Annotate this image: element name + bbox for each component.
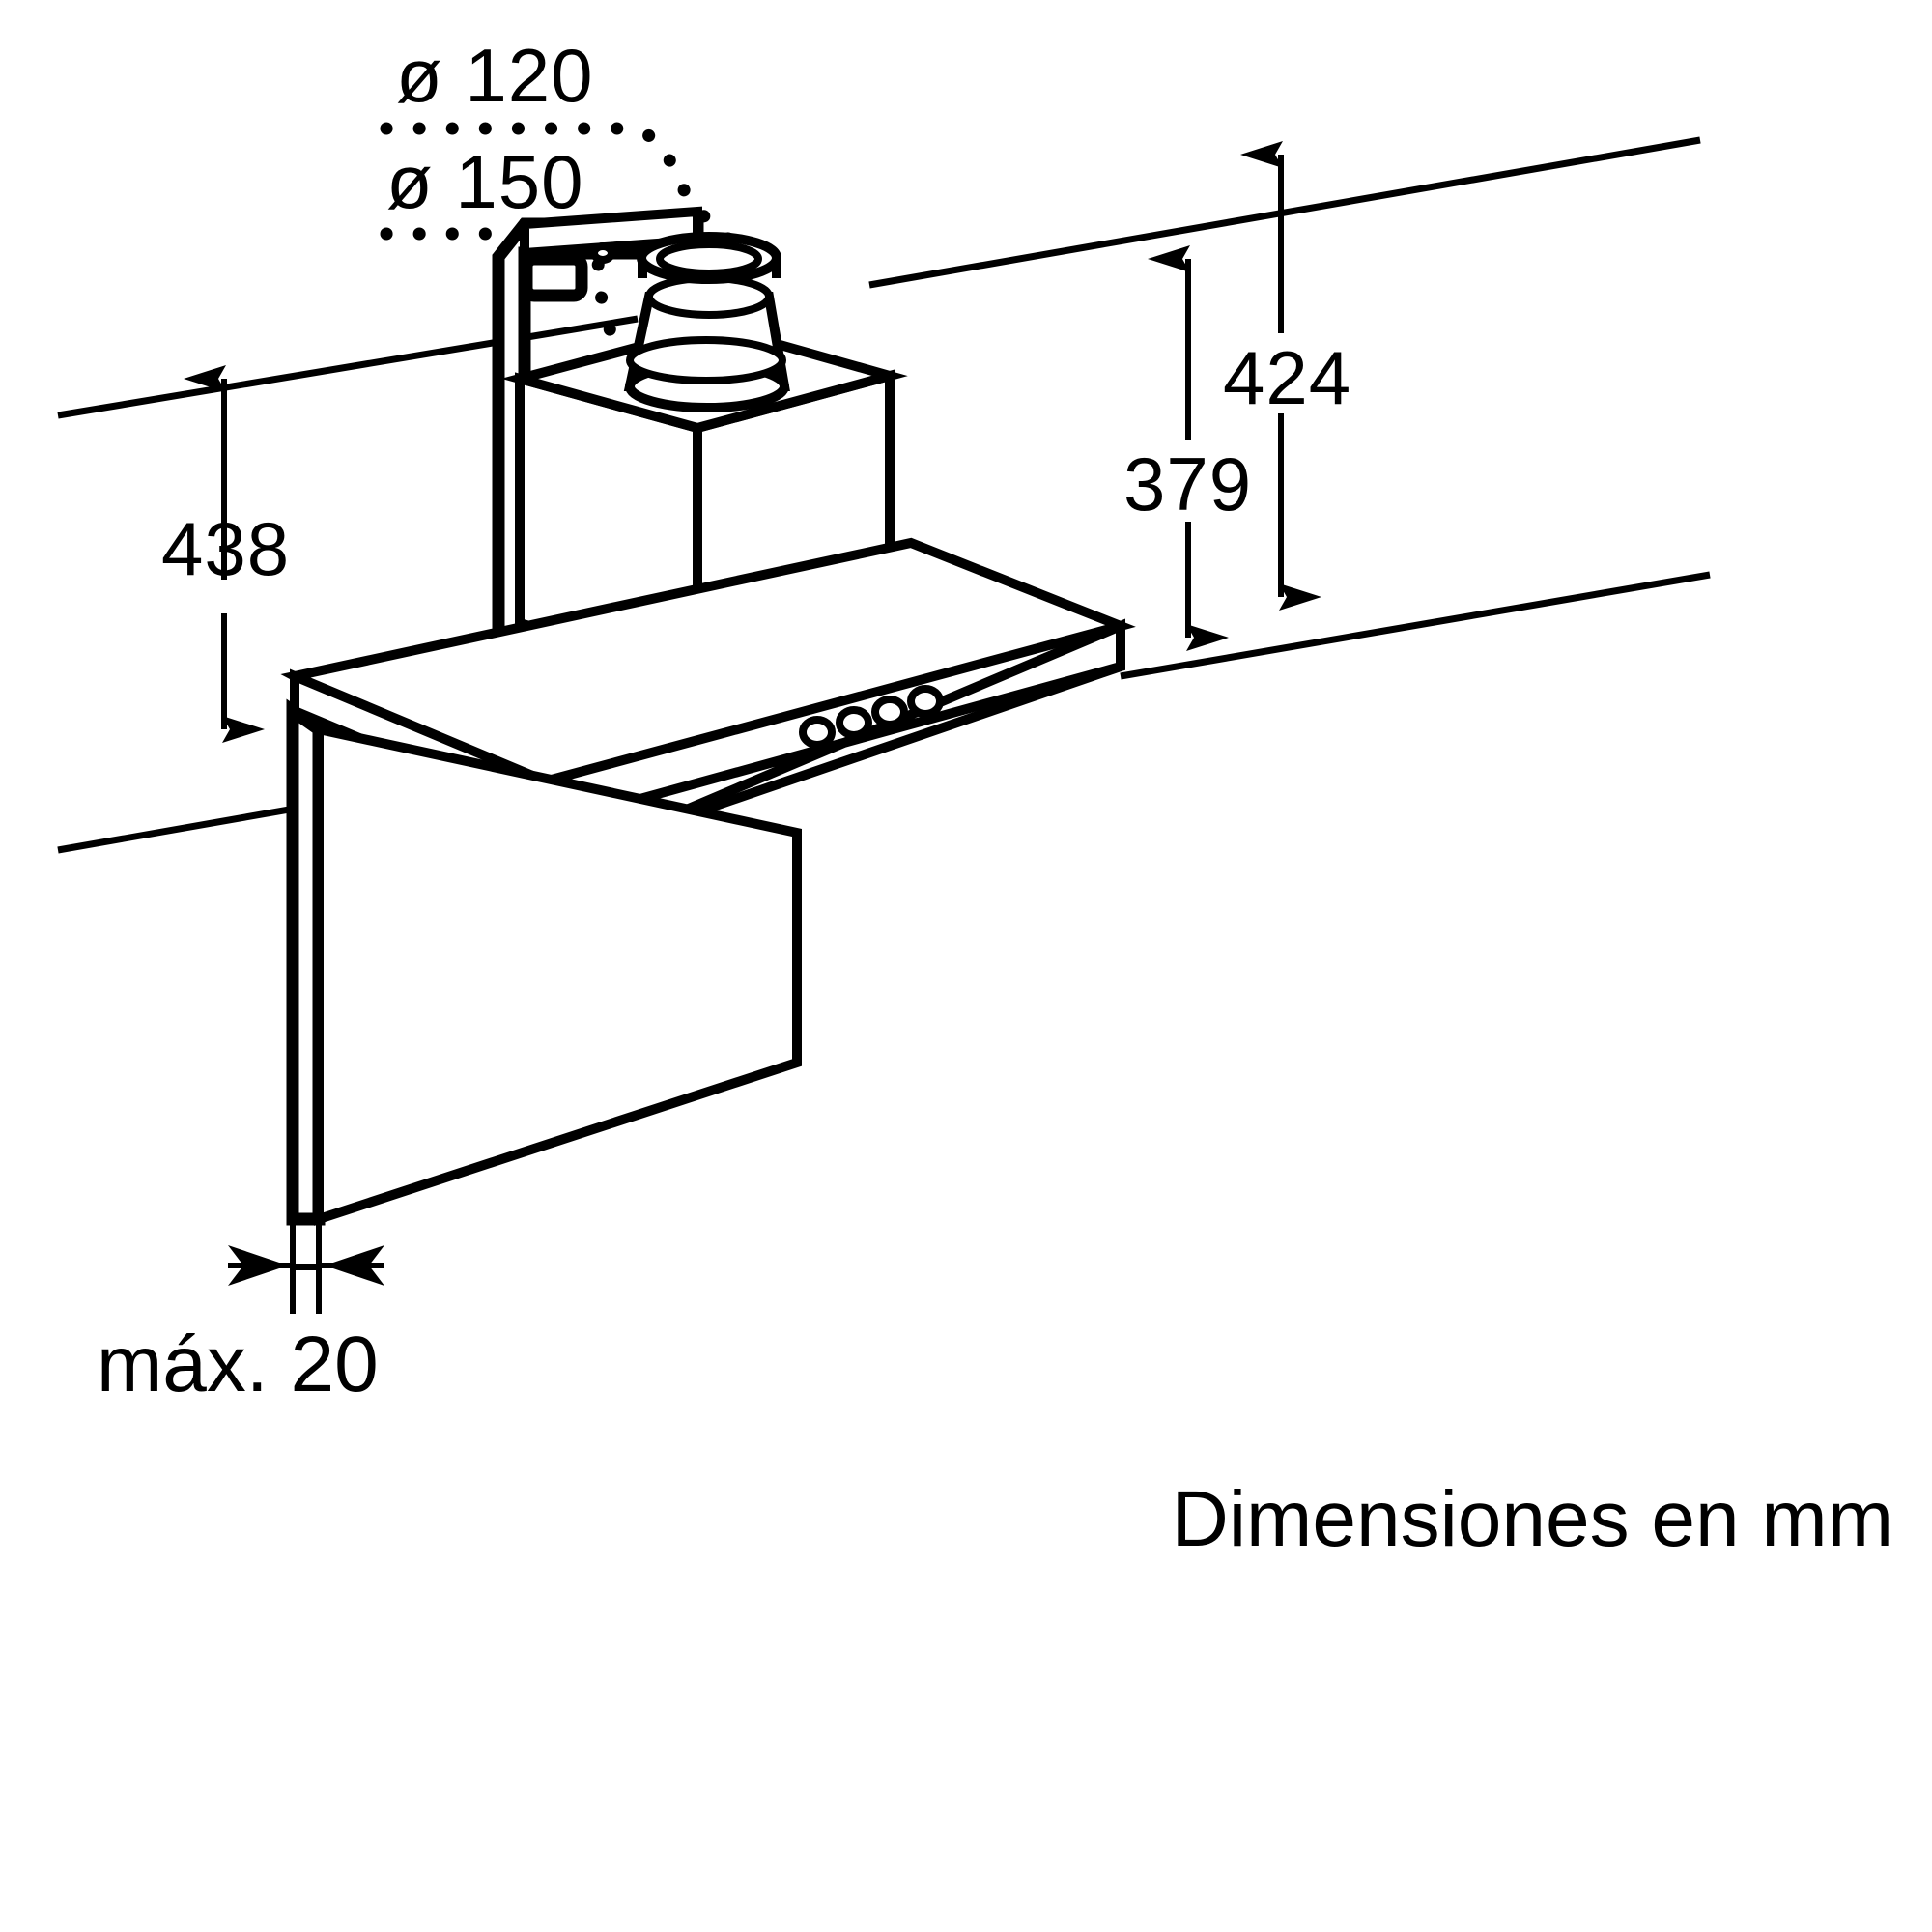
control-panel-group (799, 685, 944, 749)
duct-outlet-inner (656, 241, 762, 277)
wall-line-upper-right (868, 136, 1701, 289)
dimension-379-label: 379 (1123, 441, 1252, 526)
dimension-max-20-group: máx. 20 (97, 1219, 384, 1408)
backsplash-panel-face (314, 723, 802, 1226)
control-button-3[interactable] (871, 696, 908, 728)
leader-label-diameter-150: ø 150 (386, 139, 583, 224)
duct-cone-mid-ring (626, 336, 786, 384)
wall-line-lower-right (1120, 571, 1711, 680)
leader-line-diameter-120 (380, 122, 736, 246)
dimension-379-group: 379 (1123, 245, 1252, 651)
wall-line-upper-left (57, 315, 639, 419)
dimension-424-label: 424 (1223, 335, 1351, 420)
dimension-438-group: 438 (161, 365, 290, 743)
mounting-plate-hole (590, 242, 615, 264)
dimension-424-group: 424 (1223, 141, 1351, 611)
hood-assembly-group (280, 206, 1136, 1226)
dimension-max-20-label: máx. 20 (97, 1321, 379, 1408)
units-footer-label: Dimensiones en mm (1172, 1475, 1893, 1563)
mounting-plate-slot (520, 252, 588, 302)
control-button-4[interactable] (907, 685, 944, 718)
leader-label-diameter-120: ø 120 (396, 33, 593, 118)
dimension-438-label: 438 (161, 506, 290, 591)
control-button-2[interactable] (836, 706, 872, 739)
hood-canopy-fold-line (510, 622, 1122, 794)
control-button-1[interactable] (799, 716, 836, 749)
leader-callouts-group: ø 120 ø 150 (380, 33, 736, 420)
